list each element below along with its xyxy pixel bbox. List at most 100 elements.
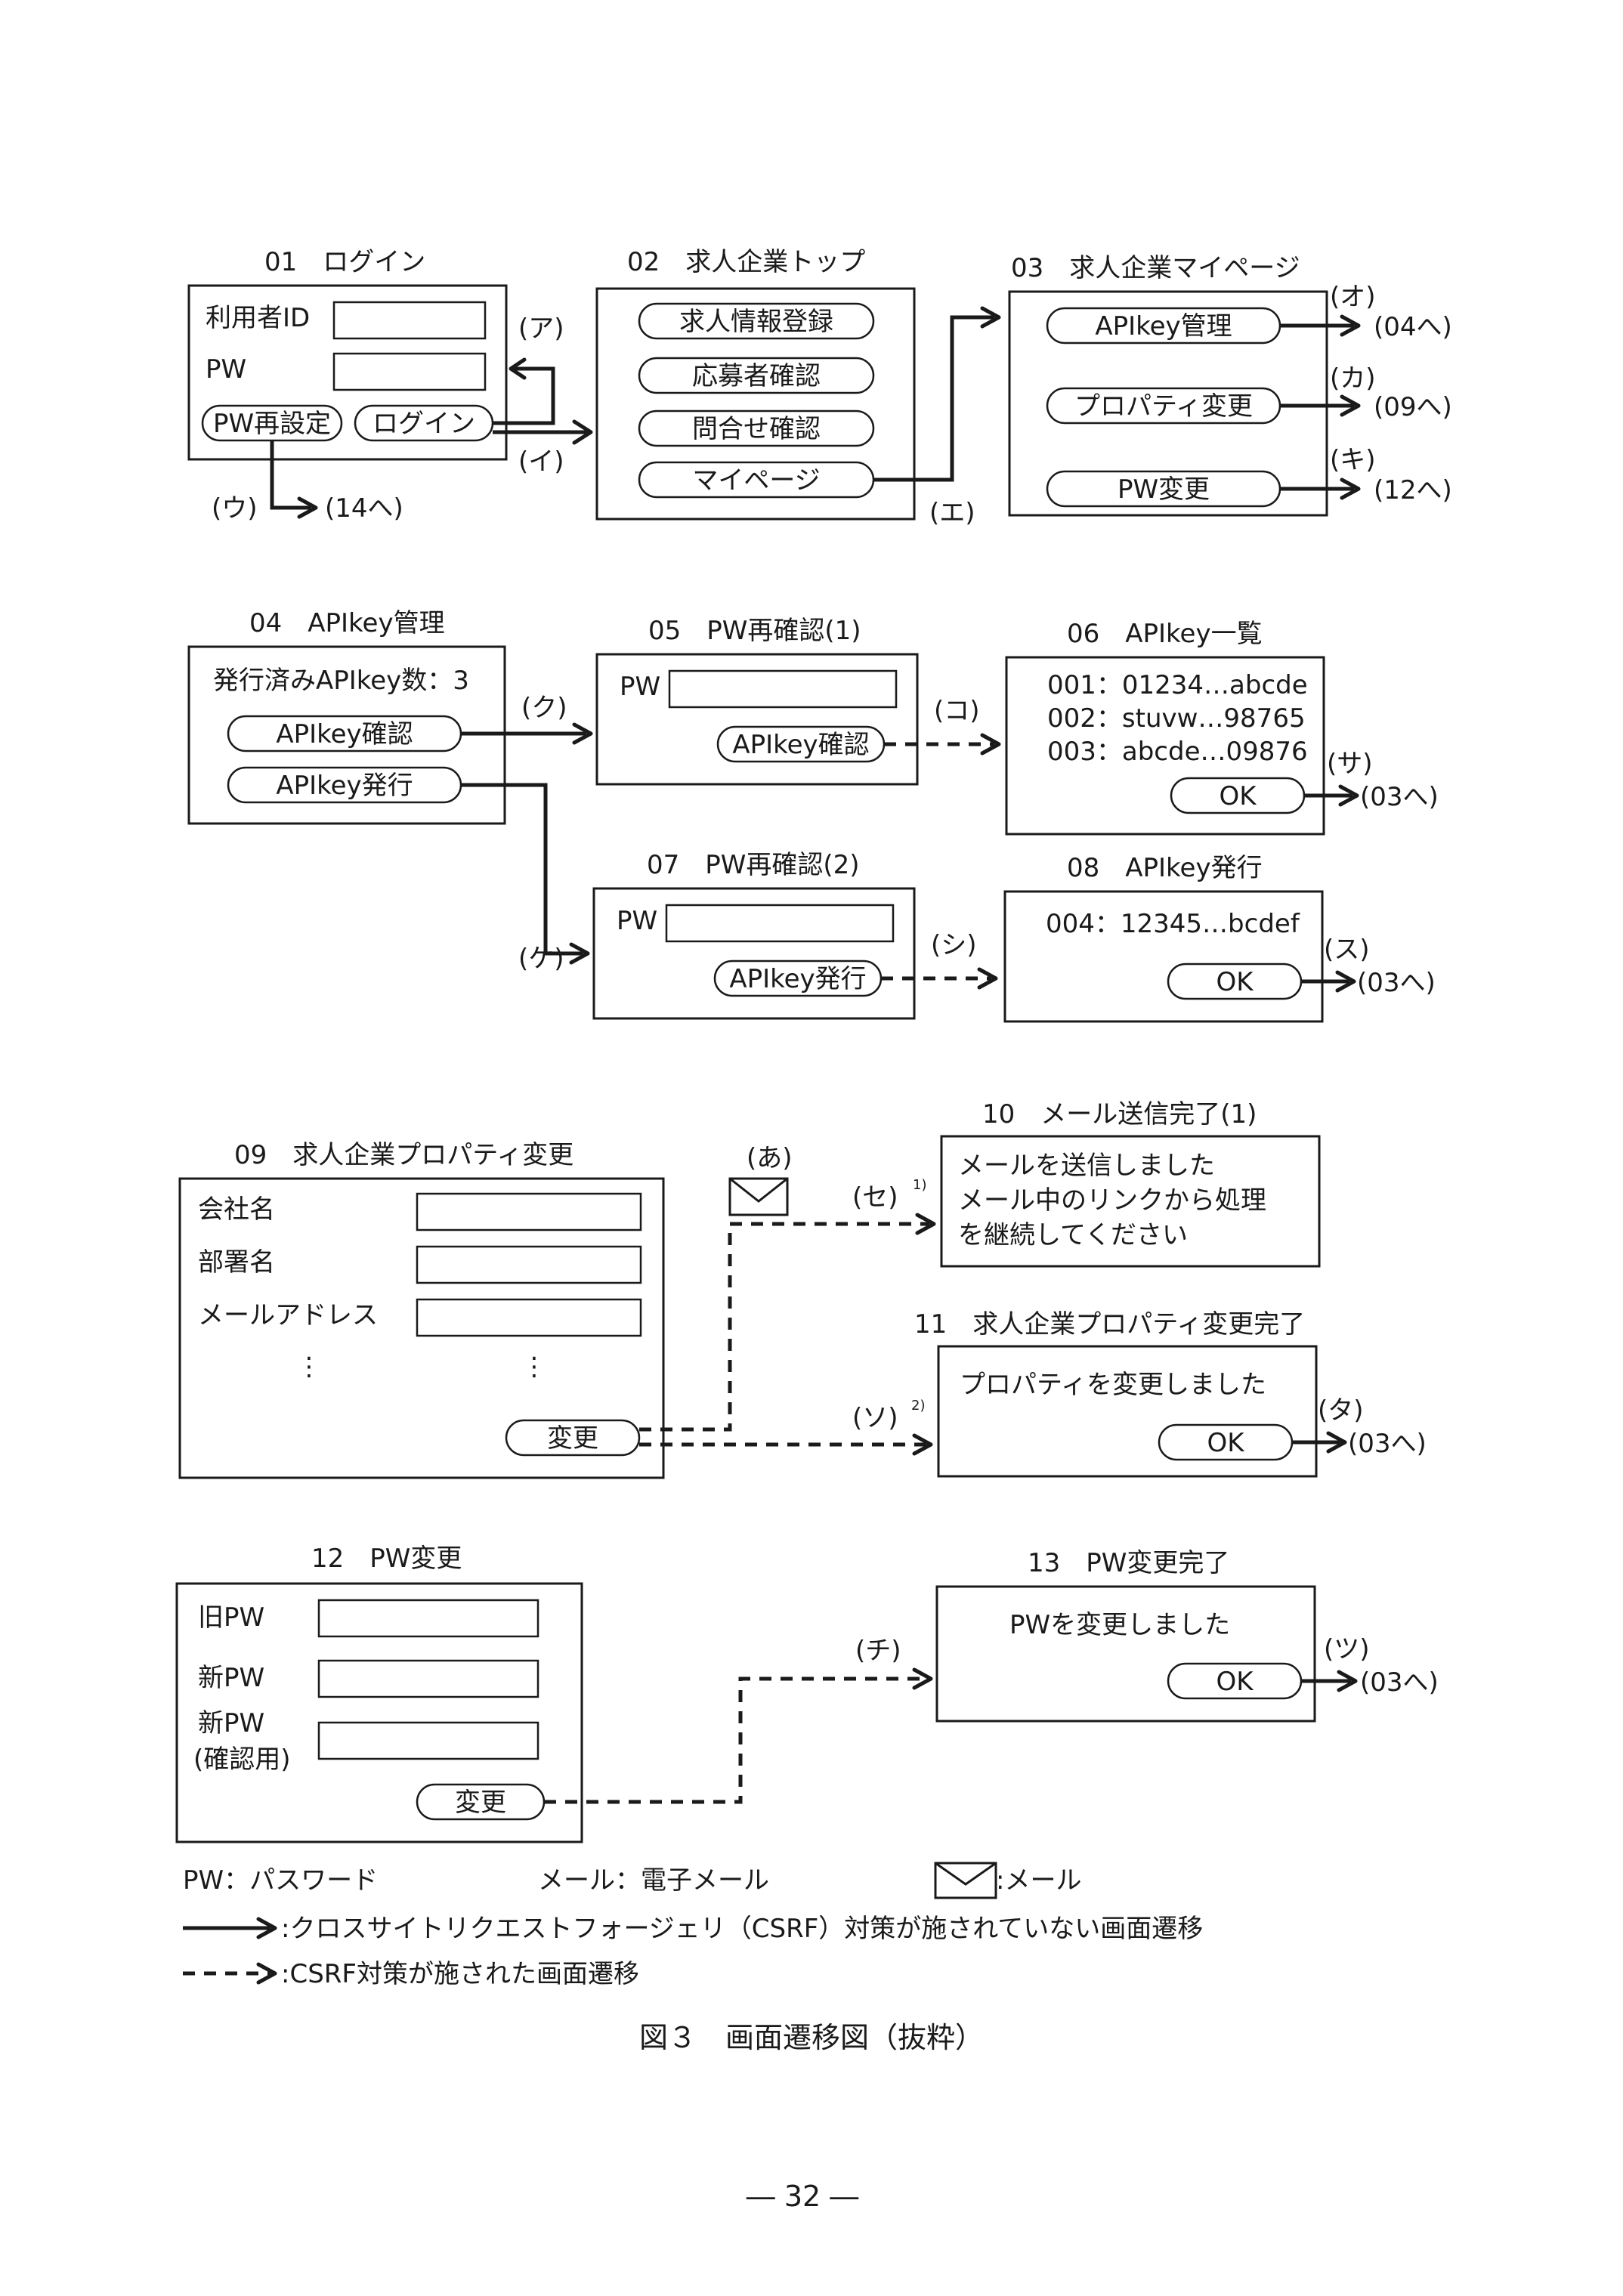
arrow-head-icon <box>977 967 998 990</box>
label-ko: (コ) <box>934 696 980 726</box>
label-mail-a: (あ) <box>747 1143 793 1173</box>
note-so: 2) <box>911 1398 925 1414</box>
label-chi: (チ) <box>855 1636 901 1666</box>
apikey-confirm-label: APIkey確認 <box>732 730 869 760</box>
old-pw-label: 旧PW <box>198 1602 264 1633</box>
screen-12-pw-change: 12 PW変更 旧PW 新PW 新PW (確認用) 変更 <box>175 1544 583 1843</box>
job-register-label: 求人情報登録 <box>679 307 833 337</box>
label-ke: (ケ) <box>518 944 564 974</box>
arrow-se <box>639 1222 929 1432</box>
label-u-dest: (14へ) <box>325 493 403 524</box>
arrow-head-icon <box>1340 394 1361 417</box>
arrow-a <box>493 366 555 425</box>
screen-08-apikey-issue: 08 APIkey発行 004：12345…bcdef OK <box>1003 853 1324 1023</box>
row1-transitions: (ア) (イ) (ウ) (14へ) (エ) (オ) (04へ) (カ) (09へ… <box>212 282 1452 528</box>
screen-title: 09 求人企業プロパティ変更 <box>234 1140 573 1170</box>
applicant-label: 応募者確認 <box>692 361 821 391</box>
company-field[interactable] <box>416 1192 642 1231</box>
arrow-head-icon <box>1335 970 1356 993</box>
ellipsis-left: ⋮ <box>296 1352 322 1382</box>
label-su: (ス) <box>1324 935 1370 965</box>
screen-frame <box>175 1582 583 1843</box>
label-ki: (キ) <box>1330 445 1376 475</box>
note-se: 1) <box>913 1177 926 1193</box>
label-a: (ア) <box>518 314 564 344</box>
arrow-head-icon <box>980 306 1001 329</box>
label-sa-dest: (03へ) <box>1360 782 1439 812</box>
message-line: メールを送信しました <box>958 1151 1215 1181</box>
dept-label: 部署名 <box>198 1247 275 1278</box>
arrow-head-icon <box>256 1917 277 1939</box>
apikey-row: 002：stuvw…98765 <box>1047 703 1306 734</box>
message: PWを変更しました <box>1009 1610 1230 1640</box>
label-ku: (ク) <box>521 693 567 723</box>
label-tsu: (ツ) <box>1324 1634 1370 1664</box>
legend-solid: :クロスサイトリクエストフォージェリ（CSRF）対策が施されていない画面遷移 <box>281 1914 1203 1944</box>
screen-frame <box>935 1585 1316 1723</box>
pw-field[interactable] <box>332 352 487 391</box>
user-id-field[interactable] <box>332 301 487 340</box>
old-pw-field[interactable] <box>317 1599 539 1638</box>
screen-title: 07 PW再確認(2) <box>647 850 860 880</box>
pw-field[interactable] <box>668 669 898 709</box>
row3-transitions: (あ) (セ) 1) (ソ) 2) (タ) (03へ) <box>639 1143 1427 1459</box>
label-ka: (カ) <box>1330 363 1376 394</box>
screen-frame <box>937 1345 1318 1478</box>
screen-title: 13 PW変更完了 <box>1028 1548 1229 1578</box>
message-line: メール中のリンクから処理 <box>958 1185 1266 1216</box>
arrow-head-icon <box>256 1962 277 1985</box>
company-label: 会社名 <box>198 1194 275 1225</box>
screen-frame <box>595 653 919 786</box>
screen-title: 06 APIkey一覧 <box>1067 619 1263 649</box>
apikey-row: 004：12345…bcdef <box>1046 909 1300 939</box>
message: プロパティを変更しました <box>960 1370 1266 1400</box>
ok-label: OK <box>1216 1667 1254 1697</box>
screen-10-mail-sent: 10 メール送信完了(1) メールを送信しました メール中のリンクから処理 を継… <box>940 1099 1321 1268</box>
ellipsis-right: ⋮ <box>521 1352 547 1382</box>
mail-field[interactable] <box>416 1298 642 1337</box>
ok-label: OK <box>1216 967 1254 997</box>
pw-change-label: PW変更 <box>1118 474 1210 505</box>
arrow-head-icon <box>912 1667 933 1690</box>
screen-title: 02 求人企業トップ <box>627 247 865 277</box>
screen-frame <box>178 1177 665 1479</box>
screen-01-login: 01 ログイン 利用者ID PW PW再設定 ログイン <box>187 247 508 461</box>
arrow-ke <box>461 783 583 956</box>
pw-label: PW <box>206 354 246 385</box>
new-pw-field[interactable] <box>317 1659 539 1698</box>
arrow-head-icon <box>1340 477 1361 500</box>
mail-label: メールアドレス <box>198 1300 378 1330</box>
label-su-dest: (03へ) <box>1357 968 1436 998</box>
arrow-head-icon <box>980 733 1001 756</box>
screen-frame <box>595 287 916 521</box>
screen-09-property-change: 09 求人企業プロパティ変更 会社名 部署名 メールアドレス ⋮ ⋮ 変更 <box>178 1140 665 1479</box>
arrow-e <box>873 315 994 482</box>
apikey-row: 003：abcde…09876 <box>1047 737 1308 767</box>
property-change-label: プロパティ変更 <box>1074 391 1253 422</box>
page-number: ― 32 ― <box>747 2180 859 2213</box>
arrow-head-icon <box>1326 1431 1347 1454</box>
inquiry-button[interactable] <box>638 409 875 447</box>
change-button[interactable] <box>505 1419 641 1457</box>
envelope-icon <box>728 1177 789 1216</box>
arrow-head-icon <box>572 419 593 445</box>
applicant-button[interactable] <box>638 357 875 394</box>
label-tsu-dest: (03へ) <box>1360 1667 1439 1698</box>
arrow-head-icon <box>569 942 590 965</box>
pw-label: PW <box>620 672 660 702</box>
arrow-head-icon <box>912 1433 933 1456</box>
legend: PW：パスワード メール：電子メール :メール :クロスサイトリクエストフォージ… <box>183 1862 1203 1989</box>
label-se: (セ) <box>852 1182 898 1213</box>
job-register-button[interactable] <box>638 302 875 340</box>
row2-transitions: (ク) (ケ) (コ) (サ) (03へ) (シ) (ス) (03へ) <box>461 693 1439 998</box>
new-pw-confirm-field[interactable] <box>317 1721 539 1760</box>
user-id-label: 利用者ID <box>206 303 310 333</box>
screen-05-pw-reconfirm-1: 05 PW再確認(1) PW APIkey確認 <box>595 616 919 786</box>
pw-field[interactable] <box>665 904 895 943</box>
dept-field[interactable] <box>416 1245 642 1284</box>
screen-frame <box>592 887 916 1020</box>
legend-dashed: :CSRF対策が施された画面遷移 <box>281 1959 639 1989</box>
screen-06-apikey-list: 06 APIkey一覧 001：01234…abcde 002：stuvw…98… <box>1005 619 1325 836</box>
screen-07-pw-reconfirm-2: 07 PW再確認(2) PW APIkey発行 <box>592 850 916 1020</box>
screen-title: 03 求人企業マイページ <box>1011 253 1300 283</box>
